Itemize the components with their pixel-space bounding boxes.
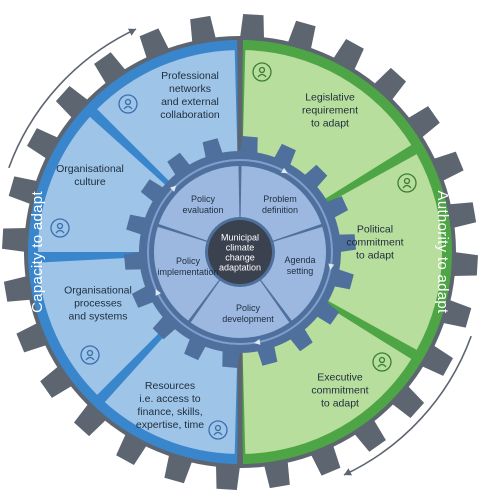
cycle-arrow <box>281 167 288 174</box>
cycle-arrows <box>8 28 472 476</box>
cycle-track <box>147 159 333 345</box>
capacity-cycle-arrow <box>8 28 137 169</box>
authority-cycle-arrow <box>343 335 472 476</box>
inner-gear <box>124 136 356 368</box>
capacity-segment <box>97 50 238 182</box>
capacity-title: Capacity to adapt <box>29 191 46 313</box>
authority-segment <box>327 154 442 350</box>
center-hub <box>208 220 272 284</box>
policy-stage-segment <box>261 226 327 321</box>
gavel-icon <box>252 62 272 82</box>
gear-process-icon <box>80 345 100 365</box>
capacity-segment <box>104 326 238 454</box>
authority-title: Authority to adapt <box>434 191 451 315</box>
cycle-arrow <box>328 263 335 270</box>
policy-stage-segment <box>158 166 240 241</box>
policy-stage-segment <box>190 280 290 338</box>
people-network-icon <box>372 352 392 372</box>
network-people-icon <box>118 94 138 114</box>
policy-stage-segment <box>240 166 322 241</box>
hand-resources-icon <box>208 420 228 440</box>
policy-stage-segment <box>154 226 219 321</box>
cycle-arrow <box>155 289 162 296</box>
cycle-arrow <box>254 338 261 345</box>
government-building-icon <box>397 173 417 193</box>
team-hierarchy-icon <box>50 218 70 238</box>
